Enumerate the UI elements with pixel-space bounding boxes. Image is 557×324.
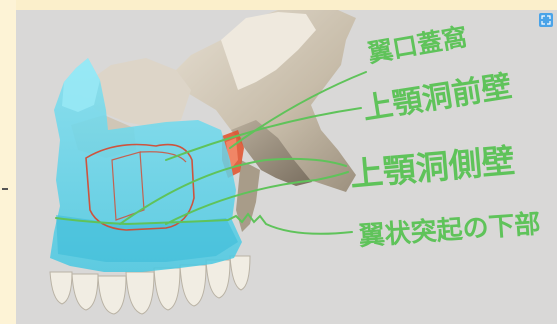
expand-icon [539, 13, 553, 27]
top-strip [0, 0, 557, 10]
anatomy-viewer[interactable]: 翼口蓋窩 上顎洞前壁 上顎洞側壁 翼状突起の下部 [16, 10, 557, 324]
margin-tick [2, 188, 8, 190]
left-margin [0, 0, 16, 324]
expand-button[interactable] [539, 13, 553, 27]
